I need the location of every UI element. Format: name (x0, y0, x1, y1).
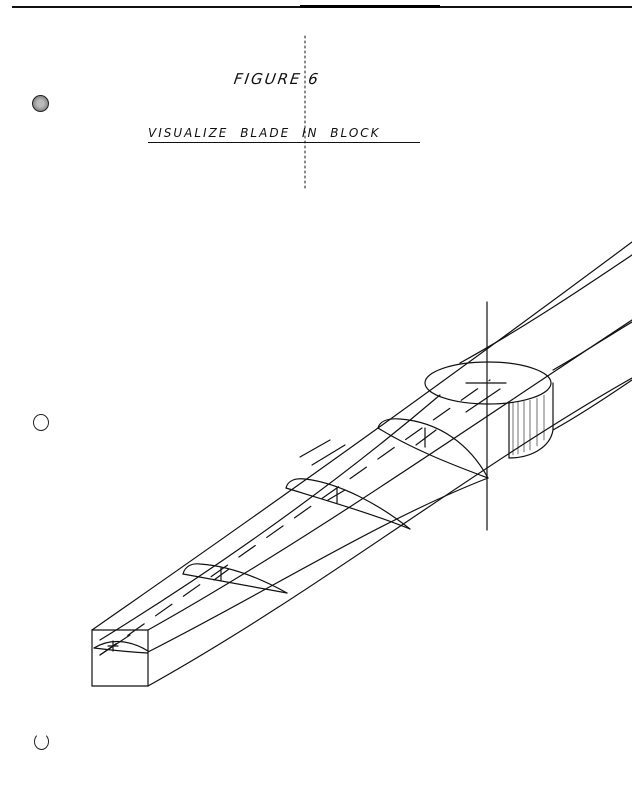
top-border-line-heavy (300, 5, 440, 8)
binder-hole-bottom-icon (34, 733, 49, 750)
figure-caption: VISUALIZE BLADE IN BLOCK (148, 126, 420, 143)
binder-hole-top-icon (32, 95, 49, 112)
binder-hole-middle-icon (33, 414, 49, 431)
